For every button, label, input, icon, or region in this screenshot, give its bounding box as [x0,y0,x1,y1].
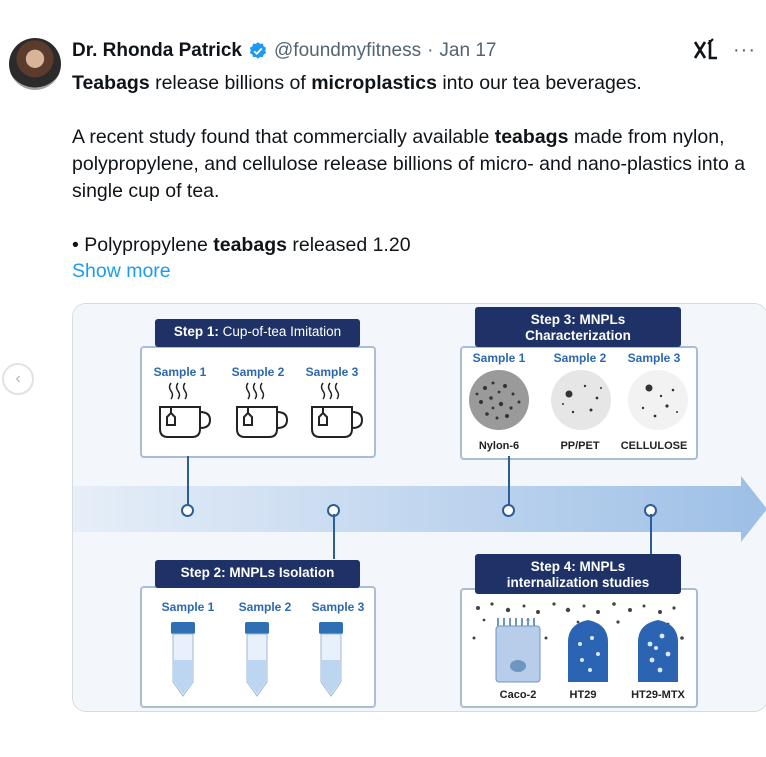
step3-title: Step 3: MNPLs Characterization [475,307,681,347]
step3-sample-2: Sample 2 [553,351,607,365]
step3-title-line2: Characterization [525,328,631,343]
timeline-arrow [73,476,766,542]
step3-sample-3: Sample 3 [627,351,681,365]
tweet-line-1: Teabags release billions of microplastic… [72,70,752,97]
separator-dot: · [427,40,434,61]
tweet-paragraph-2: A recent study found that commercially a… [72,124,752,205]
step4-title: Step 4: MNPLs internalization studies [475,554,681,594]
ht29-cell [568,620,608,682]
centrifuge-tube-icon [171,622,195,697]
step2-sample-3: Sample 3 [311,600,365,614]
step3-material-1: Nylon-6 [478,440,520,452]
text-span: made from nylon, polypropylene, and cell… [72,126,746,202]
show-more-link[interactable]: Show more [72,260,171,282]
text-span: release billions of [149,72,312,94]
centrifuge-tube-icon [245,622,269,697]
caco2-cell [495,618,541,683]
tweet-text: Teabags release billions of microplastic… [72,70,752,259]
nylon-micrograph [469,370,529,430]
ht29-mtx-cell [638,620,678,682]
cell-illustrations [472,602,684,683]
connector-node [181,504,194,517]
step4-cell-3: HT29-MTX [631,689,685,701]
teacup-icon [159,382,212,438]
connector-step2 [333,514,335,559]
step4-title-line1: Step 4: MNPLs [530,559,626,574]
xl-grok-icon[interactable] [693,38,719,62]
step3-sample-1: Sample 1 [472,351,526,365]
teacup-icons [159,382,364,438]
step3-material-2: PP/PET [560,440,600,452]
connector-step4 [650,514,652,554]
step4-cell-2: HT29 [569,689,597,701]
step1-title: Step 1: Cup-of-tea Imitation [155,319,360,347]
more-options-icon[interactable]: ··· [733,38,756,61]
tweet-date[interactable]: Jan 17 [439,40,497,61]
text-span: released 1.20 [286,234,411,256]
connector-step1 [187,456,189,506]
tweet-actions: ··· [693,38,756,62]
chevron-left-icon[interactable]: ‹ [2,363,34,395]
tweet-image[interactable]: Step 1: Cup-of-tea Imitation Sample 1 Sa… [72,303,766,712]
tweet-header: Dr. Rhonda Patrick @foundmyfitness · Jan… [72,40,496,62]
text-span: A recent study found that commercially a… [72,126,495,148]
step4-title-line2: internalization studies [506,575,650,590]
step2-sample-2: Sample 2 [238,600,292,614]
bold-teabags: Teabags [72,72,150,94]
connector-node [502,504,515,517]
step2-sample-1: Sample 1 [161,600,215,614]
step1-sample-1: Sample 1 [153,365,207,379]
tweet-bullet: • Polypropylene teabags released 1.20 [72,232,752,259]
centrifuge-tube-icon [319,622,343,697]
step3-material-3: CELLULOSE [620,440,688,452]
step1-title-rest: Cup-of-tea Imitation [218,324,342,339]
verified-badge-icon [249,42,267,59]
bold-microplastics: microplastics [311,72,437,94]
step1-box [140,346,376,458]
microscopy-images [469,370,688,430]
step1-sample-2: Sample 2 [231,365,285,379]
pp-pet-micrograph [551,370,611,430]
step1-sample-3: Sample 3 [305,365,359,379]
step1-title-bold: Step 1: [173,324,219,339]
author-handle[interactable]: @foundmyfitness [274,40,422,61]
text-span: • Polypropylene [72,234,214,256]
step4-cell-1: Caco-2 [499,689,537,701]
connector-step3 [508,456,510,506]
bold-teabags: teabags [213,234,287,256]
teacup-icon [311,382,364,438]
bold-teabags: teabags [494,126,569,148]
cellulose-micrograph [628,370,688,430]
author-name[interactable]: Dr. Rhonda Patrick [72,40,242,61]
step3-title-line1: Step 3: MNPLs [530,312,626,327]
teacup-icon [236,382,289,438]
step2-title: Step 2: MNPLs Isolation [155,560,360,588]
author-avatar[interactable] [9,38,61,90]
tube-icons [171,622,343,697]
text-span: into our tea beverages. [436,72,642,94]
